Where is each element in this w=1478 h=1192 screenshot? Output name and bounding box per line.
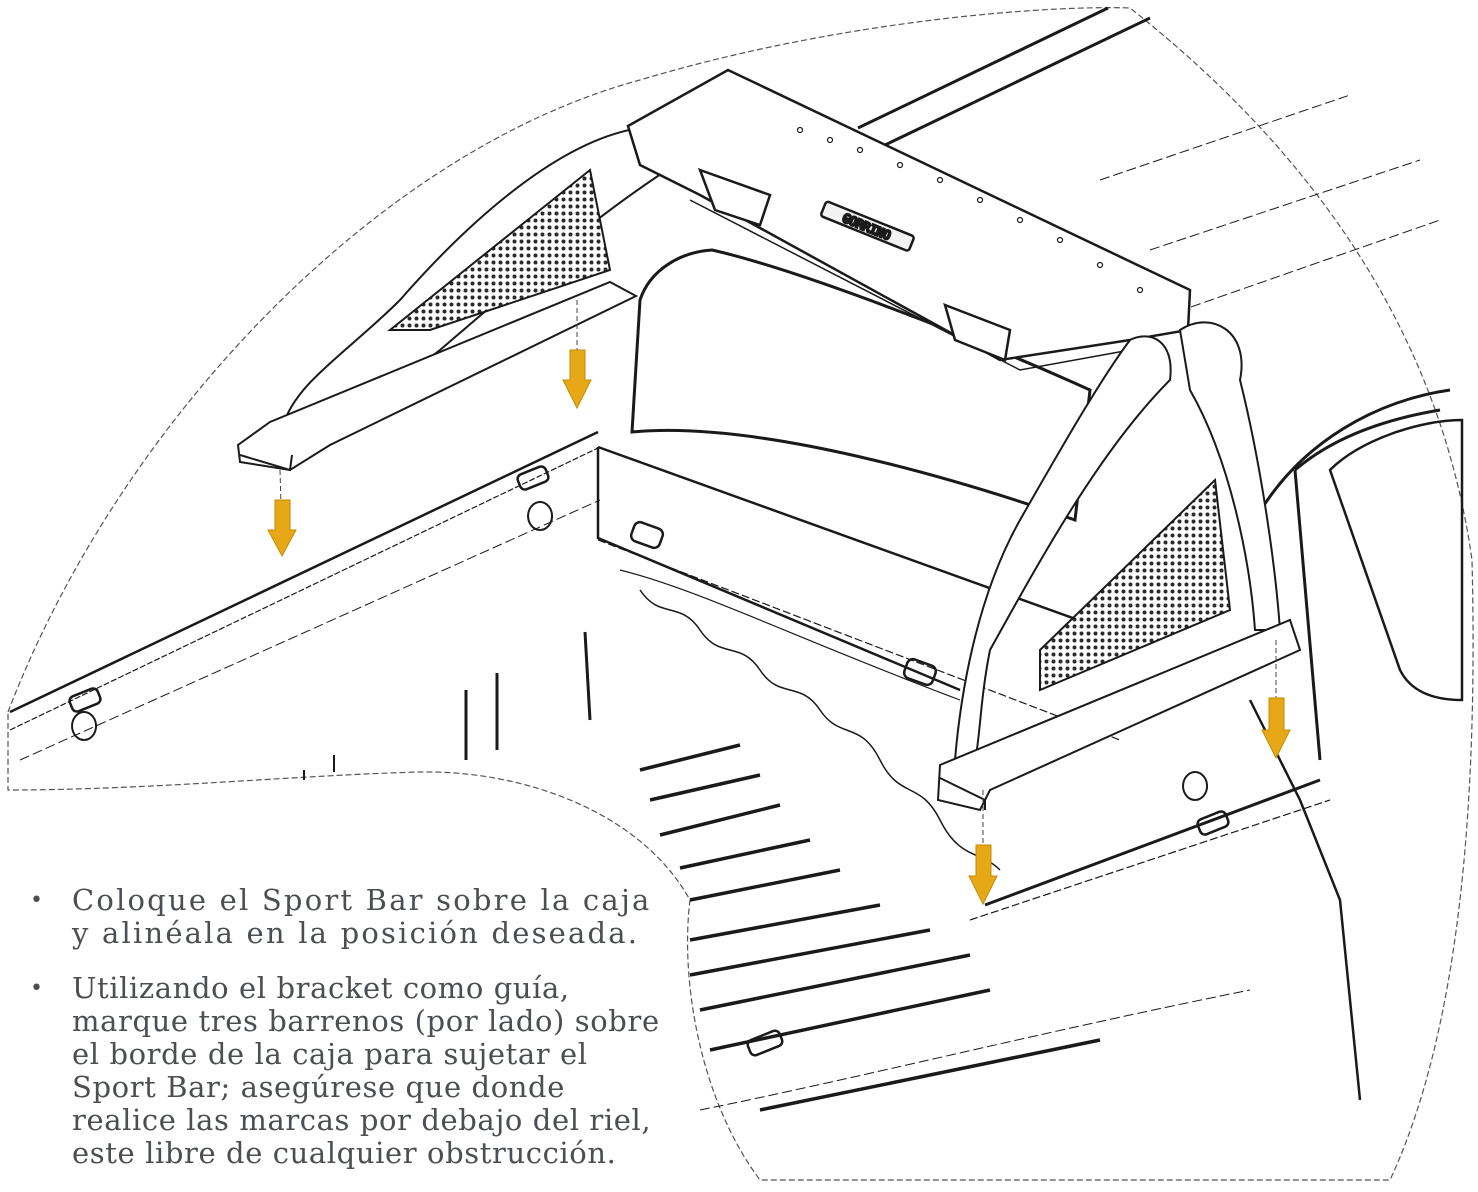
bullet-glyph: • [30, 888, 43, 913]
instruction-text: Coloque el Sport Bar sobre la caja y ali… [72, 883, 652, 950]
bed-floor-ribs [639, 743, 1101, 1112]
sport-bar-crossbar: GORRINO [626, 68, 1192, 371]
instruction-list: • Coloque el Sport Bar sobre la caja y a… [30, 884, 675, 1192]
truck-cab [857, 6, 1464, 761]
instruction-step: • Utilizando el bracket como guía, marqu… [30, 972, 675, 1170]
bed-left-rail [9, 430, 601, 780]
instruction-text: Utilizando el bracket como guía, marque … [72, 971, 660, 1170]
bed-front-wall [596, 445, 1121, 741]
down-arrow-1 [267, 499, 297, 558]
down-arrow-4 [1261, 697, 1291, 760]
sport-bar-right-leg [936, 321, 1302, 812]
instruction-step: • Coloque el Sport Bar sobre la caja y a… [30, 884, 675, 950]
down-arrow-3 [968, 844, 998, 906]
placement-arrows [267, 349, 1291, 906]
sport-bar-left-leg [236, 126, 672, 472]
crossbar-bolt-holes [796, 126, 1144, 294]
down-arrow-2 [562, 349, 592, 410]
bullet-glyph: • [30, 976, 43, 1001]
